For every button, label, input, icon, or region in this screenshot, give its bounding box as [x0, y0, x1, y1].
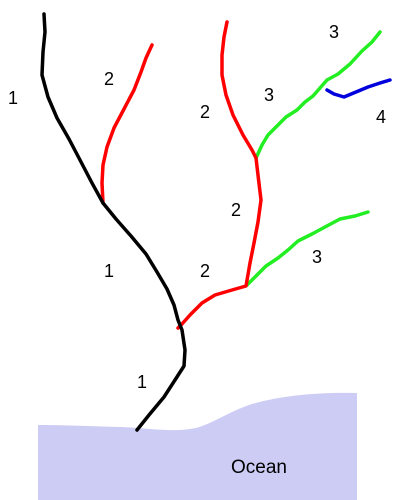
order-label-green-lower: 3	[312, 247, 322, 267]
stream-segment-order-1	[40, 12, 187, 432]
order-label-black-upper: 1	[8, 88, 18, 108]
order-label-blue: 4	[376, 107, 386, 127]
order-label-green-top-left: 3	[264, 85, 274, 105]
order-label-red-lower: 2	[200, 261, 210, 281]
order-label-red-left: 2	[104, 69, 114, 89]
order-label-red-top: 2	[200, 102, 210, 122]
stream-segment-order-3-lower	[245, 210, 370, 287]
order-label-black-lower: 1	[137, 372, 147, 392]
stream-segment-order-2-main	[176, 20, 263, 330]
order-label-green-top-right: 3	[329, 22, 339, 42]
stream-segment-order-3-upper	[254, 30, 382, 160]
stream-segment-order-4	[325, 78, 392, 99]
order-label-red-middle: 2	[231, 200, 241, 220]
order-label-black-middle: 1	[104, 261, 114, 281]
ocean-area	[38, 392, 357, 500]
stream-segment-order-2-left	[100, 43, 154, 205]
ocean-label: Ocean	[231, 457, 287, 478]
